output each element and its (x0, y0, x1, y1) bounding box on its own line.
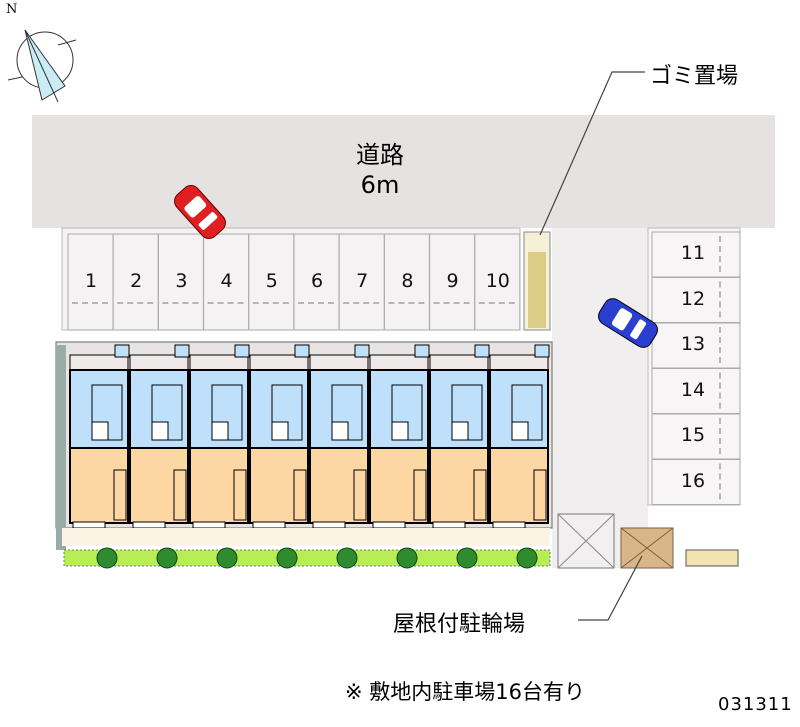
parking-stall-number: 12 (680, 287, 706, 310)
garbage-grid (528, 252, 546, 328)
parking-stall-number: 8 (401, 270, 414, 292)
bicycle-callout-line (578, 555, 643, 621)
parking-stall-number: 9 (446, 270, 459, 292)
walkway (62, 528, 550, 546)
compass-icon (7, 29, 77, 103)
apartment-unit (189, 344, 250, 529)
tree-icon (516, 547, 538, 569)
parking-lot-left (61, 227, 521, 331)
road-width: 6m (360, 171, 400, 199)
parking-stall-number: 6 (310, 270, 324, 292)
parking-stall-number: 14 (680, 378, 706, 401)
bicycle-rack (685, 549, 739, 567)
tree-icon (216, 547, 238, 569)
parking-stall (651, 459, 741, 505)
parking-stall-number: 5 (265, 270, 278, 292)
apartment-unit (249, 344, 310, 529)
parking-stall-number: 11 (680, 242, 706, 264)
garbage-label: ゴミ置場 (650, 64, 739, 89)
car-blue-icon (598, 298, 658, 348)
driveway-right (552, 228, 648, 568)
apartment-unit (69, 344, 130, 529)
parking-note: ※ 敷地内駐車場16台有り (345, 680, 585, 704)
road-label: 道路 6m (340, 140, 420, 200)
compass-north-label: N (6, 2, 18, 17)
parking-stall-number: 7 (356, 270, 369, 292)
garbage-callout-line (539, 71, 645, 236)
parking-stall-number: 10 (485, 270, 510, 292)
property-code: 031311 (718, 694, 793, 715)
tree-icon (96, 547, 118, 569)
hedge (63, 549, 551, 567)
tree-icon (276, 547, 298, 569)
building-shadow (56, 345, 66, 550)
car-red-icon (174, 185, 226, 239)
apartment-unit (369, 344, 430, 529)
tree-icon (456, 547, 478, 569)
road-name: 道路 (356, 141, 404, 169)
apartment-unit (429, 344, 490, 529)
apartment-unit (489, 344, 550, 529)
parking-stall-number: 13 (680, 333, 706, 355)
parking-stall-number: 15 (680, 424, 706, 446)
road (32, 115, 775, 228)
parking-stall-number: 4 (220, 270, 233, 292)
parking-lot-right (647, 227, 741, 506)
parking-stall-number: 2 (130, 270, 143, 292)
parking-stall (474, 233, 521, 331)
tree-icon (396, 547, 418, 569)
parking-stall-number: 1 (84, 270, 98, 292)
parking-stall-number: 16 (680, 469, 706, 492)
tree-icon (336, 547, 358, 569)
apartment-unit (129, 344, 190, 529)
tree-icon (156, 547, 178, 569)
parking-stall-number: 3 (175, 270, 188, 292)
bicycle-parking-label: 屋根付駐輪場 (393, 612, 526, 637)
apartment-unit (309, 344, 370, 529)
